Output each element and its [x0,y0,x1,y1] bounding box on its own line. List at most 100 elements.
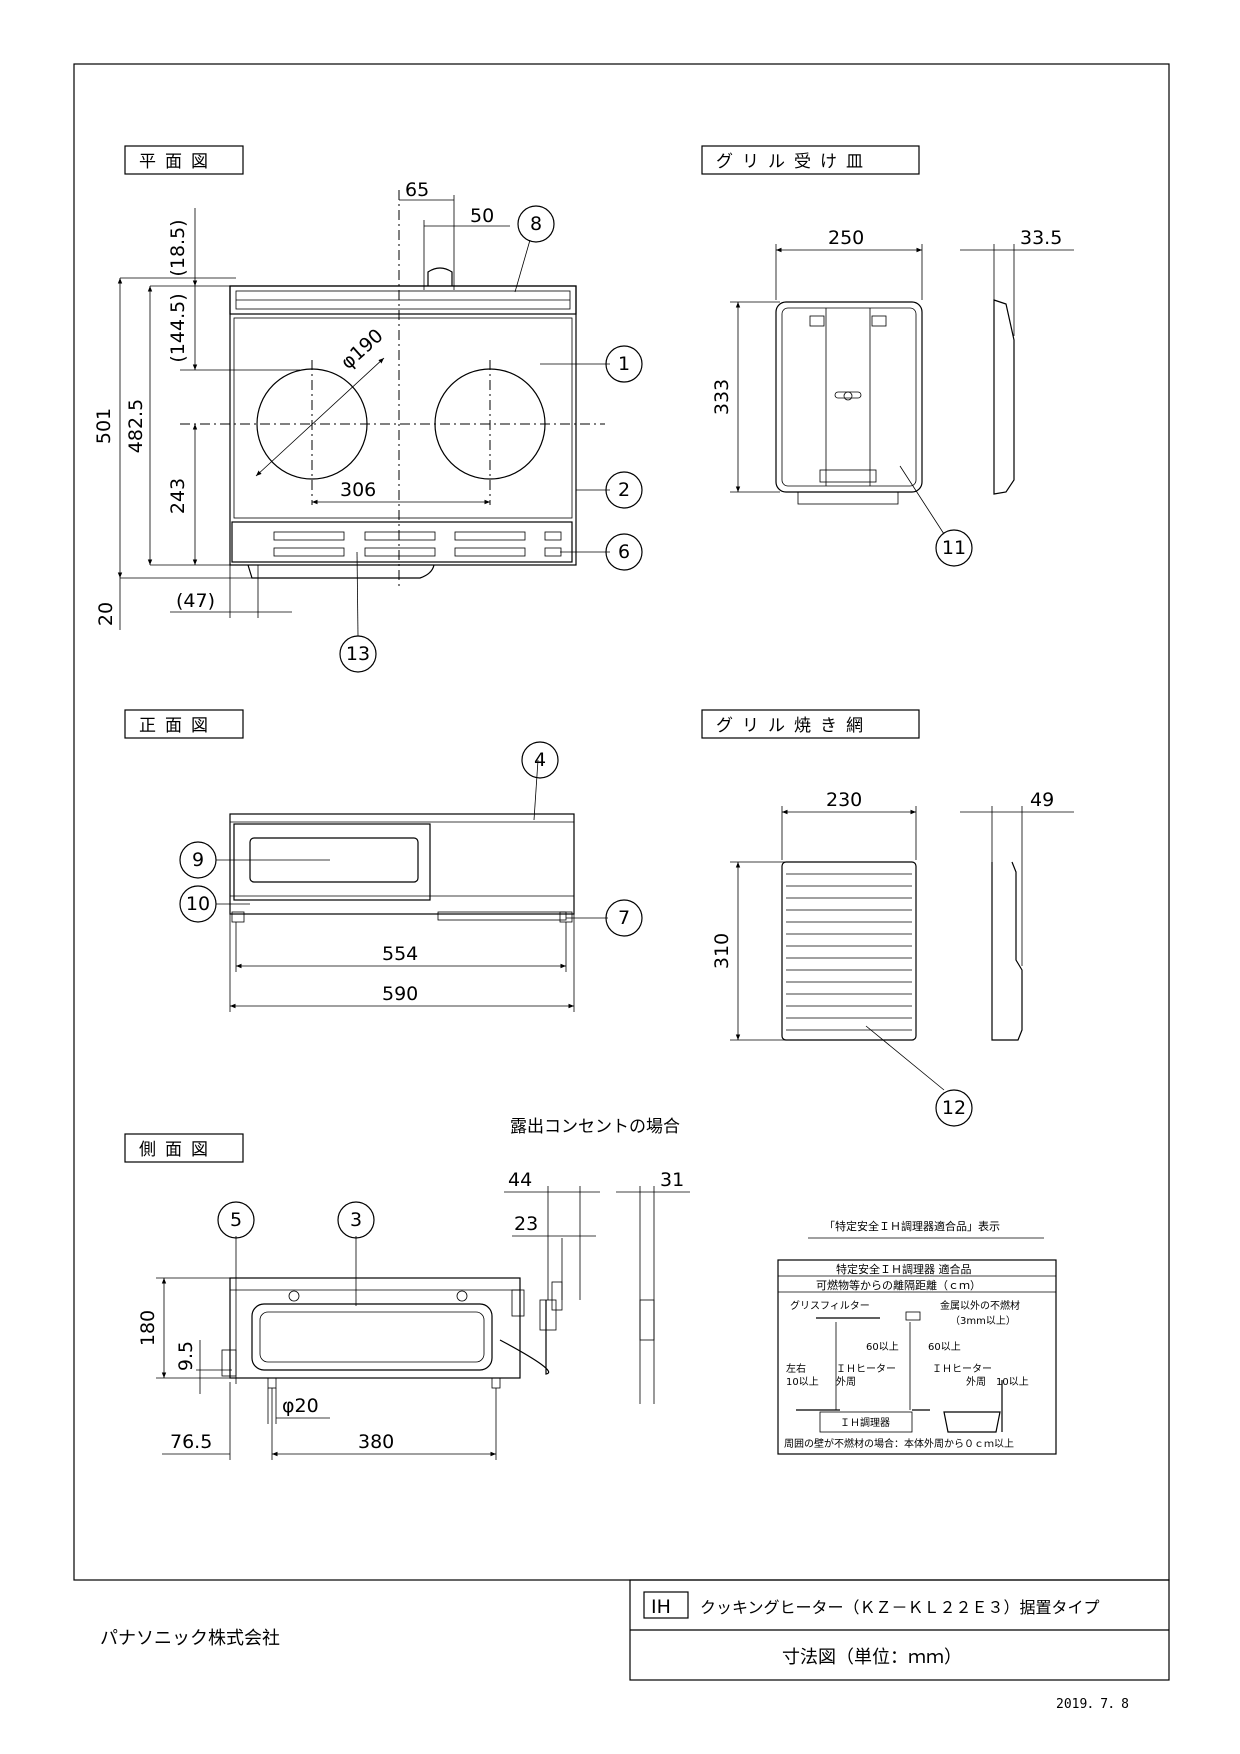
callout-13 [339,635,377,673]
dim-outlet-31: 31 [660,1169,684,1191]
outlet-case-label: 露出コンセントの場合 [510,1117,680,1137]
ih-mark-box [643,1591,689,1619]
product-name: クッキングヒーター（ＫＺ－ＫＬ２２Ｅ３）据置タイプ [700,1598,1100,1617]
svg-text:4: 4 [534,749,546,771]
callout-3 [337,1201,375,1239]
outlet-case: 露出コンセントの場合 44 23 31 [504,1117,690,1404]
dim-side-phi20: φ20 [282,1395,319,1417]
plan-view: 平面図 65 50 [93,145,610,637]
ih-mark: IH [651,1596,671,1618]
svg-text:12: 12 [942,1097,966,1119]
dim-plan-482-5: 482.5 [125,399,147,453]
dim-front-590: 590 [382,983,418,1005]
grill-door [233,823,431,901]
dim-plan-47: (47) [176,590,215,612]
cert-ten-plus-left: 10以上 [786,1376,819,1388]
plan-view-label-box [124,145,244,175]
callout-1 [605,345,643,383]
grill-tray-label: グリル受け皿 [716,152,872,172]
cert-ih-unit: ＩＨ調理器 [840,1416,890,1429]
side-grill-door [251,1303,493,1371]
callout-9 [179,841,217,879]
net-outline [781,861,917,1041]
dim-side-380: 380 [358,1431,394,1453]
cert-outer-right: 外周 [966,1376,986,1388]
dim-side-76-5: 76.5 [170,1431,212,1453]
front-view: 正面図 554 590 [124,709,608,1012]
svg-text:9: 9 [192,849,204,871]
side-view-label: 側面図 [139,1140,217,1160]
svg-text:5: 5 [230,1209,242,1231]
svg-text:13: 13 [346,643,370,665]
callout-5 [217,1201,255,1239]
cert-non-metal-thickness: （3mm以上） [950,1315,1016,1327]
dim-plan-306: 306 [340,479,376,501]
grill-net-view: グリル焼き網 230 310 49 [701,709,1074,1091]
svg-text:6: 6 [618,541,630,563]
dim-plan-501: 501 [93,408,115,444]
grill-tray-view: グリル受け皿 250 333 33.5 [701,145,1074,535]
side-body [229,1277,521,1379]
dim-plan-50: 50 [470,205,494,227]
plan-control-panel [231,521,573,563]
dim-plan-20: 20 [95,602,117,626]
dim-side-180: 180 [137,1310,159,1346]
drawing-border [73,63,1170,1581]
cert-row2: 可燃物等からの離隔距離（ｃｍ） [816,1278,981,1292]
dim-plan-144-5: (144.5) [167,293,189,362]
front-view-label: 正面図 [139,716,217,736]
callout-11 [935,529,973,567]
callout-4 [521,741,559,779]
tray-outline [775,301,923,493]
cert-ten-plus-right: 10以上 [996,1376,1029,1388]
cert-caption: 「特定安全ＩＨ調理器適合品」表示 [824,1219,1000,1233]
callout-12 [935,1089,973,1127]
cert-above-right: 60以上 [928,1341,961,1353]
dim-outlet-44: 44 [508,1169,532,1191]
dim-front-554: 554 [382,943,418,965]
dim-plan-phi190: φ190 [337,325,388,374]
net-rods [786,873,912,1031]
cert-ih-heater-left: ＩＨヒーター [836,1363,896,1375]
callouts: 1 2 3 4 5 6 7 8 9 10 11 12 13 [179,205,973,1239]
dim-net-310: 310 [711,933,733,969]
plan-rear-vent [229,285,577,315]
svg-text:10: 10 [186,893,210,915]
svg-text:3: 3 [350,1209,362,1231]
cert-grease-filter: グリスフィルター [790,1299,870,1312]
title-block: パナソニック株式会社 IH クッキングヒーター（ＫＺ－ＫＬ２２Ｅ３）据置タイプ … [100,1579,1170,1712]
company-name: パナソニック株式会社 [100,1628,280,1649]
cert-above-left: 60以上 [866,1341,899,1353]
callout-2 [605,471,643,509]
plan-view-label: 平面図 [139,152,217,172]
dim-tray-250: 250 [828,227,864,249]
cert-footer: 周囲の壁が不燃材の場合：本体外周から０ｃｍ以上 [784,1437,1014,1450]
dim-tray-333: 333 [711,379,733,415]
dim-plan-65: 65 [405,179,429,201]
grill-net-label: グリル焼き網 [716,716,872,736]
cert-row1: 特定安全ＩＨ調理器 適合品 [836,1262,972,1276]
dim-side-9-5: 9.5 [175,1341,197,1371]
certification-label: 「特定安全ＩＨ調理器適合品」表示 特定安全ＩＨ調理器 適合品 可燃物等からの離隔… [777,1219,1057,1455]
cert-ih-heater-right: ＩＨヒーター [932,1363,992,1375]
svg-text:8: 8 [530,213,542,235]
dim-plan-243: 243 [167,478,189,514]
dim-outlet-23: 23 [514,1213,538,1235]
drawing-date: 2019．7．8 [1056,1697,1129,1712]
tray-side-profile [993,299,1015,495]
plan-body [229,285,577,566]
svg-text:1: 1 [618,353,630,375]
callout-8 [517,205,555,243]
front-body [229,813,575,915]
svg-text:11: 11 [942,537,966,559]
callout-10 [179,885,217,923]
dim-net-230: 230 [826,789,862,811]
cert-left-right: 左右 [786,1362,806,1375]
svg-text:7: 7 [618,907,630,929]
dim-plan-18-5: (18.5) [167,219,189,276]
net-side-profile [991,861,1023,1041]
dim-net-49: 49 [1030,789,1054,811]
dim-tray-33-5: 33.5 [1020,227,1062,249]
cert-non-metal: 金属以外の不燃材 [940,1299,1020,1312]
